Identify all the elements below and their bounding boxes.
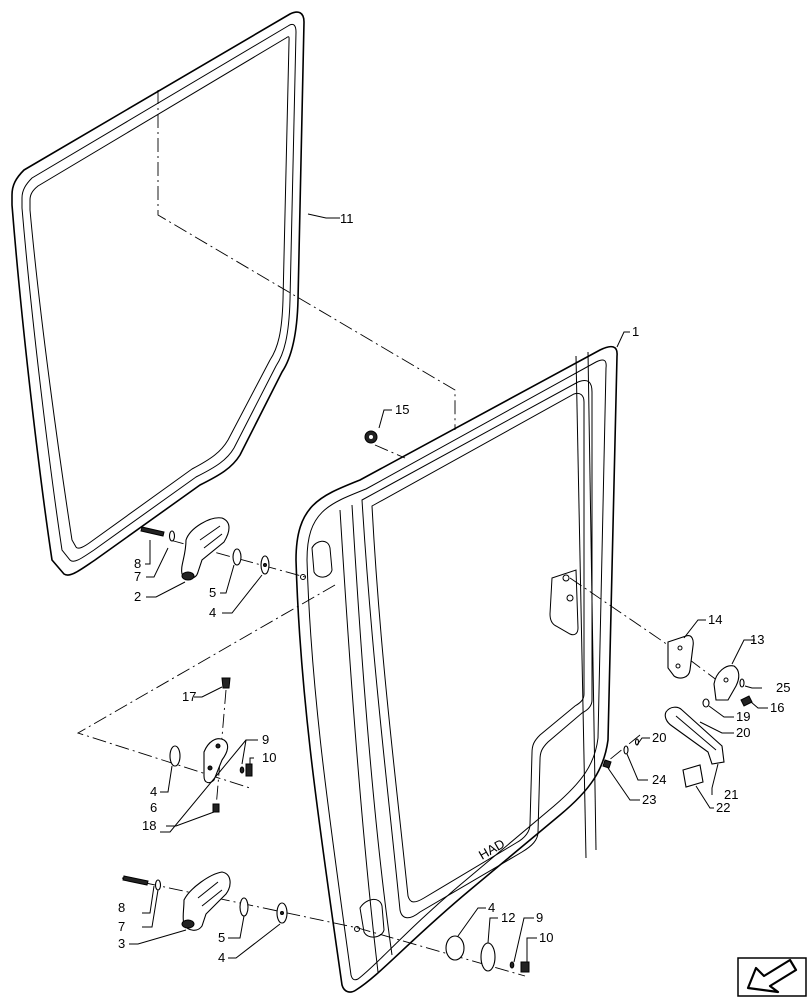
pad-part-22 xyxy=(682,764,704,788)
hinge-part-2 xyxy=(181,517,230,579)
callout-11: 11 xyxy=(340,211,354,226)
leader-lines xyxy=(129,213,768,963)
middle-link-group xyxy=(169,677,253,813)
callout-19: 19 xyxy=(736,709,750,724)
washer-part-9-middle xyxy=(239,766,245,774)
hinge-part-3 xyxy=(182,871,231,931)
washer-part-24 xyxy=(623,745,629,755)
callout-1: 1 xyxy=(632,324,639,339)
washer-part-5-upper xyxy=(232,548,242,566)
striker-part-13 xyxy=(713,665,740,701)
washer-part-7-lower xyxy=(154,879,162,891)
callout-13: 13 xyxy=(750,632,764,647)
callout-20-washer: 20 xyxy=(652,730,666,745)
callout-20-bracket: 20 xyxy=(736,725,750,740)
plate-part-14 xyxy=(667,635,694,679)
callout-4-lower: 4 xyxy=(218,950,225,965)
callout-4-upper: 4 xyxy=(209,605,216,620)
callout-17: 17 xyxy=(182,689,196,704)
spacer-part-19 xyxy=(702,698,710,708)
bolt-part-17 xyxy=(221,677,231,689)
bracket-part-20 xyxy=(664,706,725,765)
callout-5-lower: 5 xyxy=(218,930,225,945)
bolt-part-8-upper xyxy=(140,526,165,537)
callout-7-lower: 7 xyxy=(118,919,125,934)
callout-21: 21 xyxy=(724,787,738,802)
callout-10-bottom: 10 xyxy=(539,930,553,945)
callout-14: 14 xyxy=(708,612,722,627)
callout-15: 15 xyxy=(395,402,409,417)
callout-9-middle: 9 xyxy=(262,732,269,747)
upper-hinge-group xyxy=(140,517,270,581)
nut-part-16 xyxy=(740,695,753,707)
bolt-part-8-lower xyxy=(122,875,149,886)
callout-labels: 11 1 15 8 7 2 5 4 17 9 10 4 6 18 8 7 3 5… xyxy=(118,211,790,965)
callout-8-lower: 8 xyxy=(118,900,125,915)
callout-23: 23 xyxy=(642,792,656,807)
door-panel-part-1: HAD xyxy=(295,345,618,993)
callout-18: 18 xyxy=(142,818,156,833)
nut-part-10-middle xyxy=(245,763,253,777)
callout-24: 24 xyxy=(652,772,666,787)
back-arrow-icon[interactable] xyxy=(737,957,807,997)
callout-7-upper: 7 xyxy=(134,569,141,584)
washer-part-4-middle xyxy=(169,745,181,767)
window-seal-part-11 xyxy=(11,11,305,576)
assembly-centerlines xyxy=(76,90,731,977)
callout-25: 25 xyxy=(776,680,790,695)
callout-16: 16 xyxy=(770,700,784,715)
lower-hinge-group xyxy=(122,871,288,931)
link-part-6 xyxy=(203,738,229,784)
callout-9-bottom: 9 xyxy=(536,910,543,925)
grommet-part-15 xyxy=(364,430,378,444)
callout-2: 2 xyxy=(134,589,141,604)
bolt-part-18 xyxy=(212,803,220,813)
washer-part-5-lower xyxy=(239,897,249,917)
callout-8-upper: 8 xyxy=(134,556,141,571)
washer-part-25 xyxy=(739,678,745,688)
nut-part-10-bottom xyxy=(520,961,530,973)
callout-12: 12 xyxy=(501,910,515,925)
washer-part-4-bottom xyxy=(445,935,465,961)
callout-4-middle: 4 xyxy=(150,784,157,799)
bottom-hardware-group xyxy=(445,935,530,973)
callout-6: 6 xyxy=(150,800,157,815)
washer-part-9-bottom xyxy=(509,961,515,969)
callout-5-upper: 5 xyxy=(209,585,216,600)
washer-part-12 xyxy=(480,942,496,972)
callout-10-middle: 10 xyxy=(262,750,276,765)
screw-part-23 xyxy=(602,759,612,769)
callout-4-bottom: 4 xyxy=(488,900,495,915)
callout-3: 3 xyxy=(118,936,125,951)
latch-group xyxy=(602,635,753,788)
callout-22: 22 xyxy=(716,800,730,815)
washer-part-7-upper xyxy=(168,530,176,542)
